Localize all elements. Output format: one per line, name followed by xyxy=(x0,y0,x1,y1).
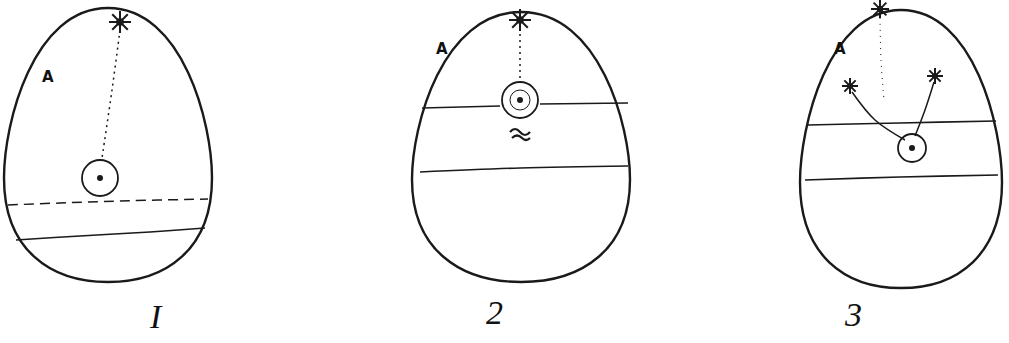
egg-shape xyxy=(800,10,1002,288)
text-holder: 2 xyxy=(486,296,503,330)
nucleolus-dot xyxy=(909,145,915,151)
band-line xyxy=(8,199,208,205)
band-line xyxy=(422,106,500,108)
nucleolus-dot xyxy=(97,175,103,181)
band-line xyxy=(16,228,205,240)
figure-number: 2 xyxy=(486,294,503,331)
text-holder: A xyxy=(436,40,448,58)
egg-shape xyxy=(4,8,212,282)
band-line xyxy=(805,175,998,180)
egg-outline: A xyxy=(800,10,1002,288)
text-holder: A xyxy=(42,68,54,86)
aster-ray xyxy=(844,80,855,91)
egg-outline: A xyxy=(412,12,630,282)
aster-symbol xyxy=(927,68,943,84)
chromatin-squiggle xyxy=(510,129,530,140)
band-line xyxy=(540,103,628,104)
aster-line xyxy=(915,82,934,136)
text-holder: I xyxy=(150,300,161,334)
dotted-line xyxy=(880,18,884,100)
aster-ray xyxy=(929,70,940,81)
dotted-line xyxy=(102,30,120,158)
aster-center xyxy=(932,73,938,79)
region-letter: A xyxy=(436,40,448,58)
egg-border xyxy=(800,10,1002,288)
figure-number: I xyxy=(150,298,161,335)
nucleus-circle xyxy=(502,82,538,118)
region-letter: A xyxy=(834,40,846,58)
dotted-line xyxy=(519,28,521,80)
aster-line xyxy=(852,92,905,140)
aster-center xyxy=(116,18,124,26)
aster-center xyxy=(847,83,853,89)
aster-symbol xyxy=(842,78,858,94)
figure-number: 3 xyxy=(845,296,862,333)
aster-center xyxy=(516,16,524,24)
egg-outline: A xyxy=(4,8,212,282)
nucleus-circle xyxy=(82,160,118,196)
aster-ray xyxy=(112,14,128,30)
egg-border xyxy=(4,8,212,282)
text-holder: A xyxy=(834,40,846,58)
region-letter: A xyxy=(42,68,54,86)
band-line xyxy=(808,121,996,125)
nucleolus-dot xyxy=(517,97,523,103)
aster-center xyxy=(877,6,883,12)
band-line xyxy=(420,166,628,172)
nucleus-inner xyxy=(510,90,530,110)
text-holder: 3 xyxy=(845,298,862,332)
aster-ray xyxy=(512,12,528,28)
sperm-aster xyxy=(109,11,131,33)
egg-border xyxy=(412,12,630,282)
